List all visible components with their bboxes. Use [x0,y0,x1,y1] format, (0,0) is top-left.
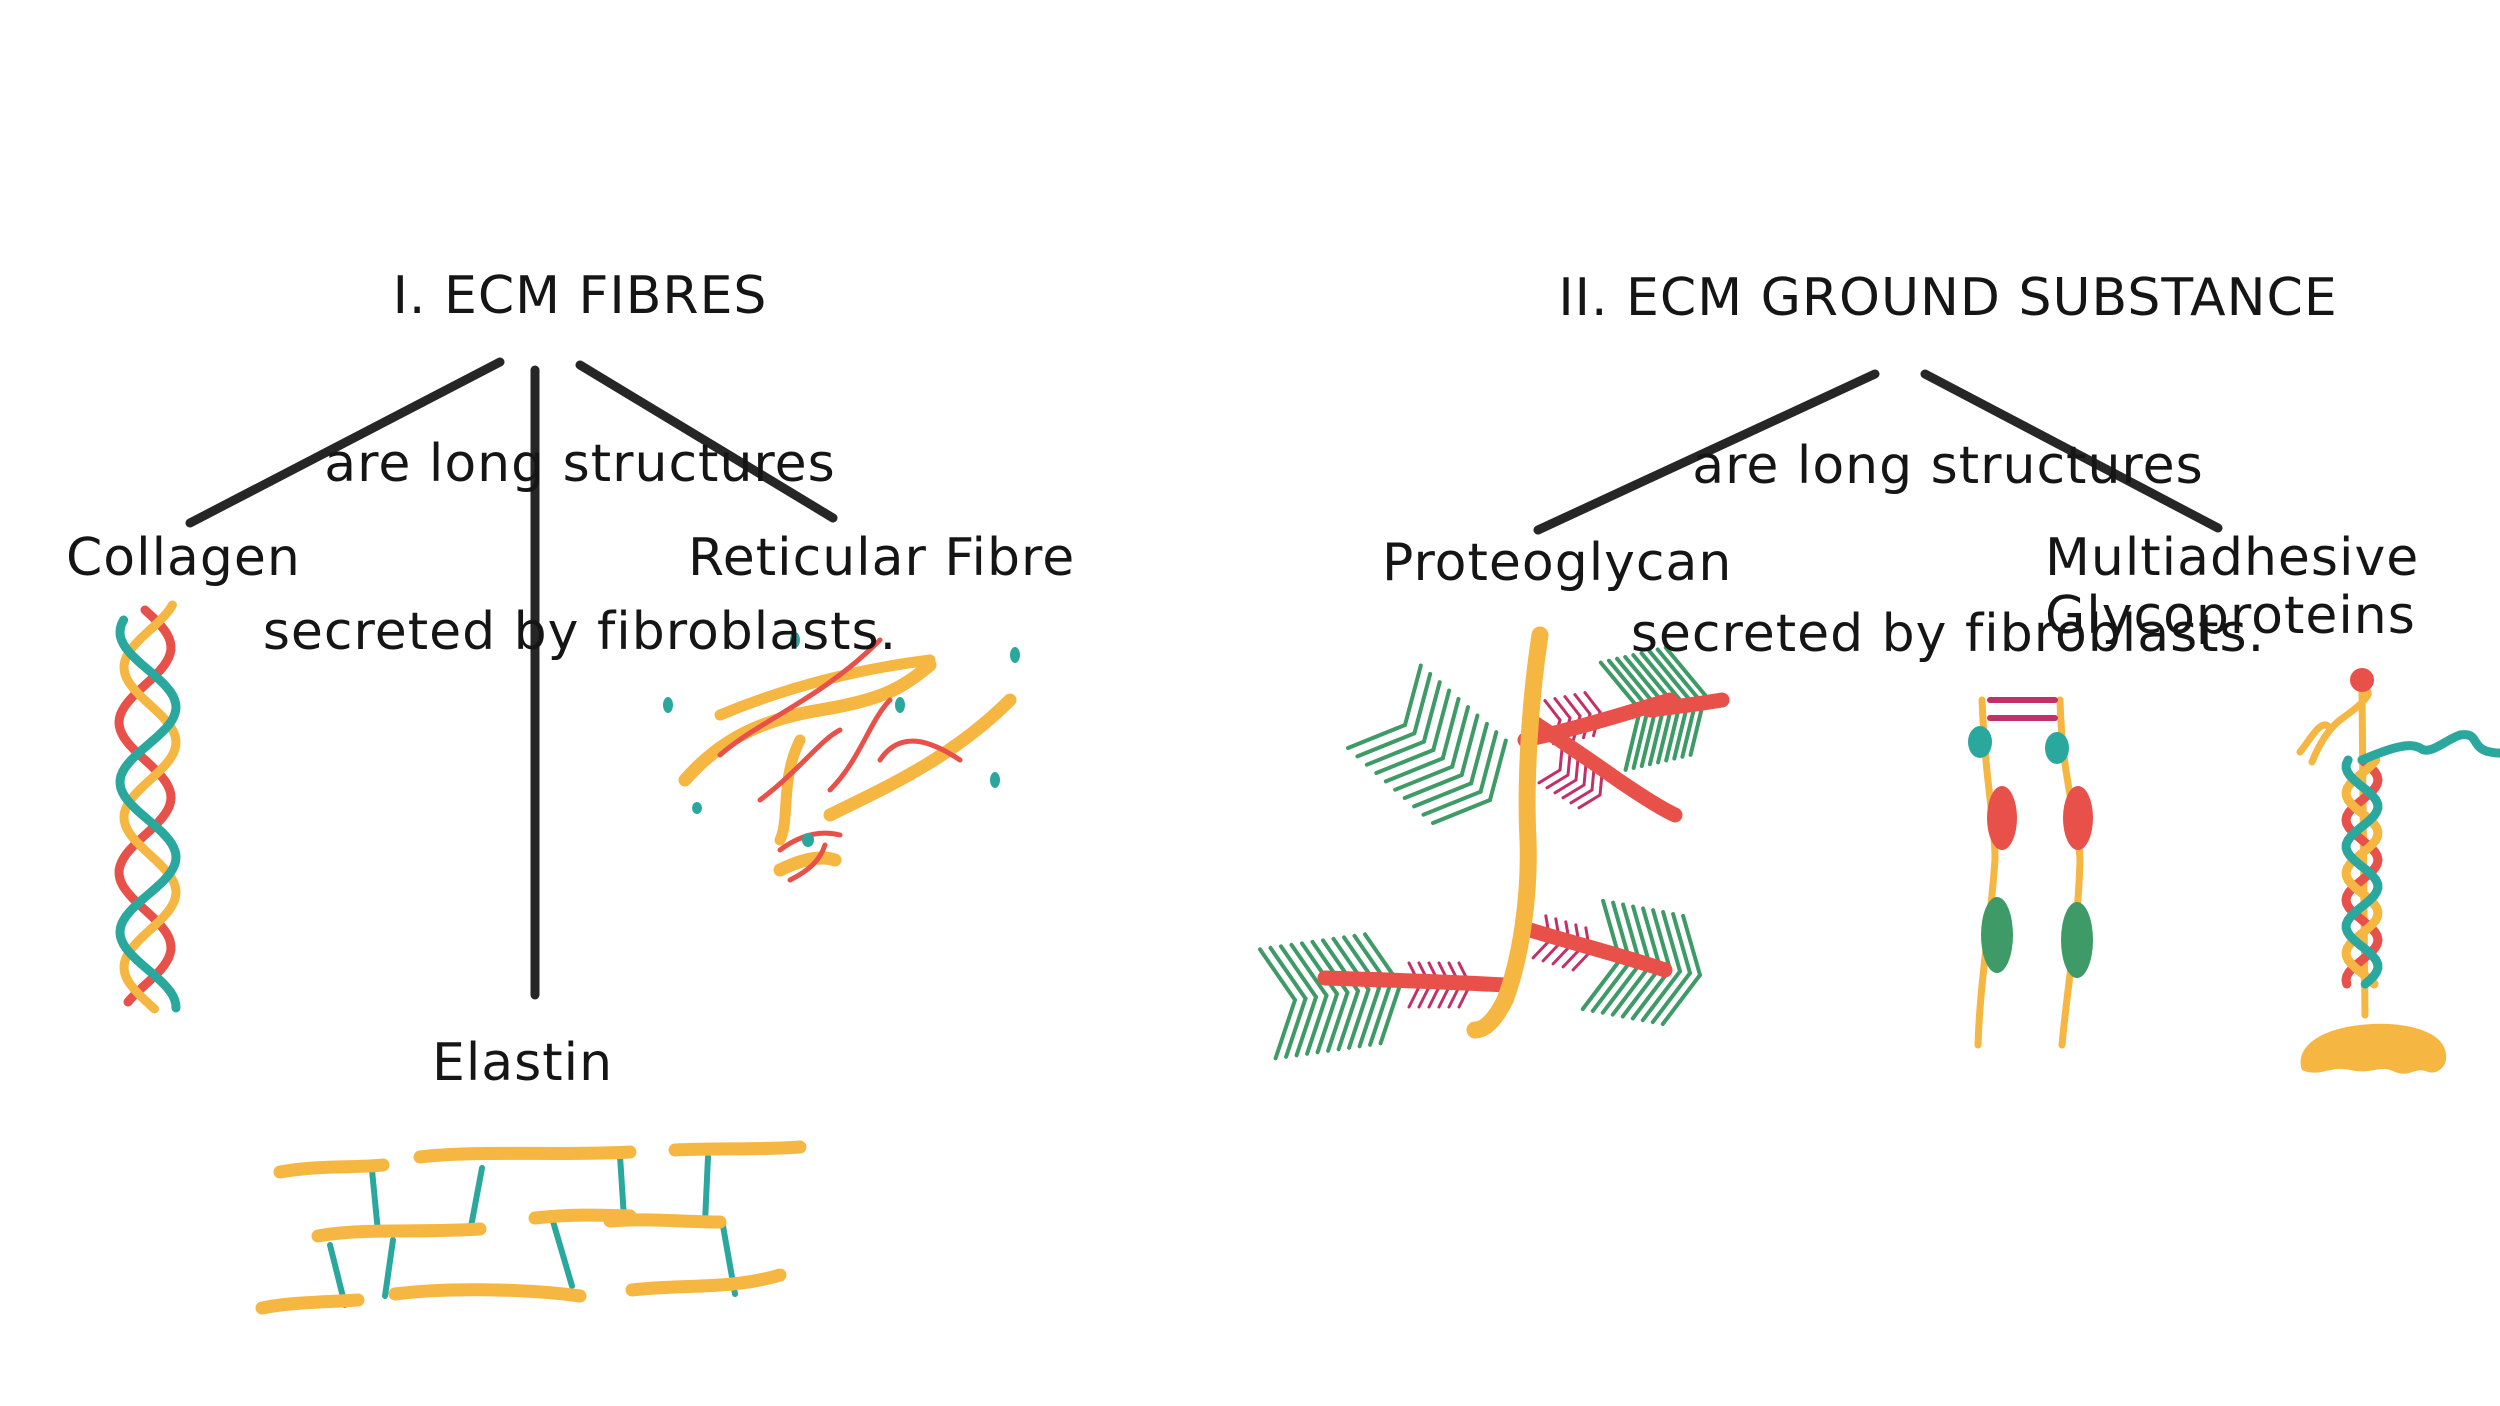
fibres-heading-title: I. ECM FIBRES [392,266,768,326]
ground-substance-heading-line3: secreted by fibroblasts. [1630,604,2266,664]
label-reticular-fibre: Reticular Fibre [688,528,1076,588]
glycoprotein-laminin-illustration [2296,668,2500,1074]
label-proteoglycan: Proteoglycan [1382,533,1733,593]
glycoprotein-dimer-illustration [1968,696,2093,1049]
ground-substance-connectors [1533,369,2223,535]
fibres-heading-line2: are long structures [324,434,836,494]
reticular-fibre-illustration [663,632,1020,883]
connector-reticular [575,360,838,523]
ground-substance-heading-line2: are long structures [1692,436,2204,496]
ground-substance-heading: II. ECM GROUND SUBSTANCE are long struct… [1558,158,2337,774]
label-multiadhesive: Multiadhesive [2045,528,2420,588]
proteoglycan-illustration [1258,626,1730,1061]
label-glycoproteins: Glycoproteins [2045,586,2416,646]
elastin-illustration [255,1140,807,1315]
fibres-heading-line3: secreted by fibroblasts. [262,602,898,662]
ground-substance-heading-title: II. ECM GROUND SUBSTANCE [1558,268,2338,328]
connector-proteoglycan [1533,369,1880,535]
connector-glycoproteins [1920,369,2223,533]
label-collagen: Collagen [66,528,301,588]
fibres-connectors [185,357,838,1000]
collagen-illustration [114,600,181,1014]
label-elastin: Elastin [432,1033,614,1093]
fibres-heading: I. ECM FIBRES are long structures secret… [263,156,897,772]
connector-collagen [185,357,505,528]
